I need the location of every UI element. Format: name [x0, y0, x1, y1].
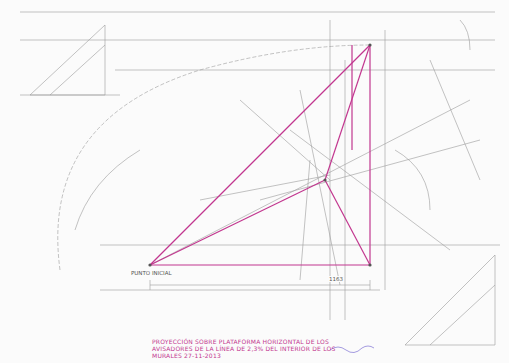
sheet-caption: PROYECCIÓN SOBRE PLATAFORMA HORIZONTAL D… — [152, 339, 352, 360]
dimension-label: 1163 — [328, 276, 344, 282]
point-label: PUNTO INICIAL — [130, 270, 173, 276]
